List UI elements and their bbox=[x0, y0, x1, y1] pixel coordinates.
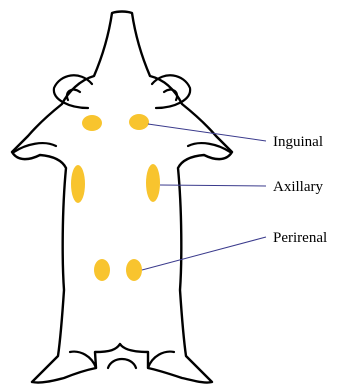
perirenal-fat-pad-right bbox=[126, 259, 142, 281]
axillary-fat-pad-right bbox=[146, 164, 160, 202]
mouse-body-outline bbox=[12, 12, 232, 383]
tail-base bbox=[108, 359, 136, 368]
perirenal-fat-pad-left bbox=[94, 259, 110, 281]
axillary-fat-pad-left bbox=[71, 165, 85, 203]
perirenal-label: Perirenal bbox=[273, 230, 327, 246]
inguinal-fat-pad-left bbox=[82, 115, 102, 131]
axillary-label: Axillary bbox=[273, 179, 323, 195]
inguinal-fat-pad-right bbox=[129, 114, 149, 130]
inguinal-label: Inguinal bbox=[273, 134, 323, 150]
